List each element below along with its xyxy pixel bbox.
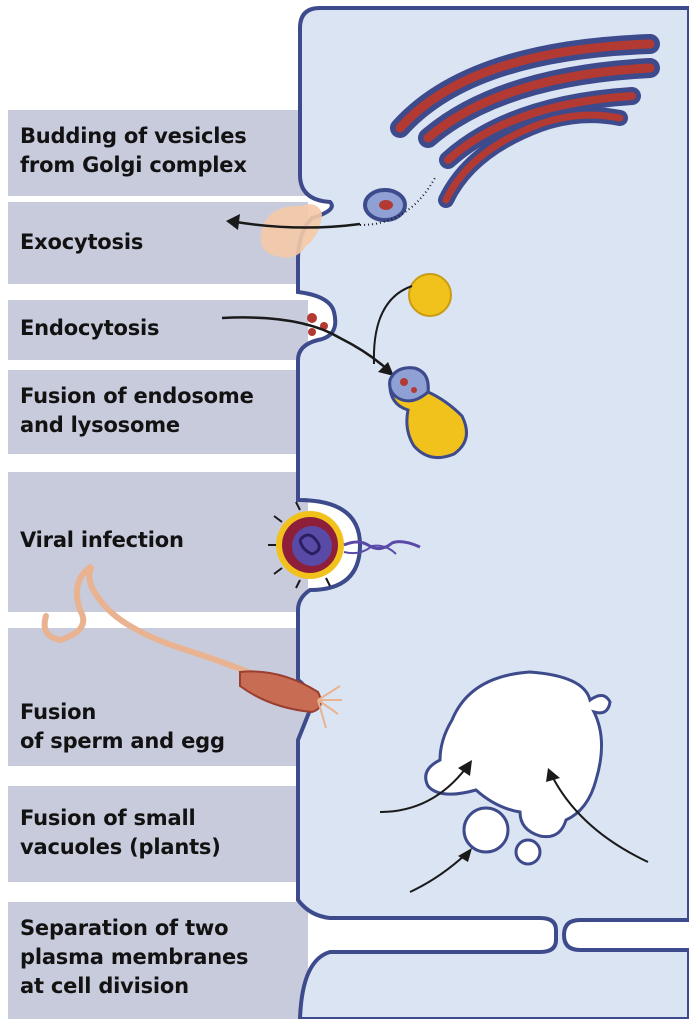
label-separation-membranes: Separation of two plasma membranes at ce… <box>20 914 248 1001</box>
lysosome <box>409 274 451 316</box>
label-fusion-vacuoles: Fusion of small vacuoles (plants) <box>20 804 221 862</box>
label-exocytosis: Exocytosis <box>20 228 143 257</box>
label-fusion-endosome-lysosome: Fusion of endosome and lysosome <box>20 382 254 440</box>
label-viral-infection: Viral infection <box>20 526 184 555</box>
daughter-cell-membrane <box>564 920 689 950</box>
small-vacuole <box>516 840 540 864</box>
cell-body <box>298 8 689 1019</box>
label-fusion-sperm-egg: Fusion of sperm and egg <box>20 698 225 756</box>
small-vacuole <box>464 808 508 852</box>
label-endocytosis: Endocytosis <box>20 314 159 343</box>
label-budding-vesicles: Budding of vesicles from Golgi complex <box>20 122 247 180</box>
